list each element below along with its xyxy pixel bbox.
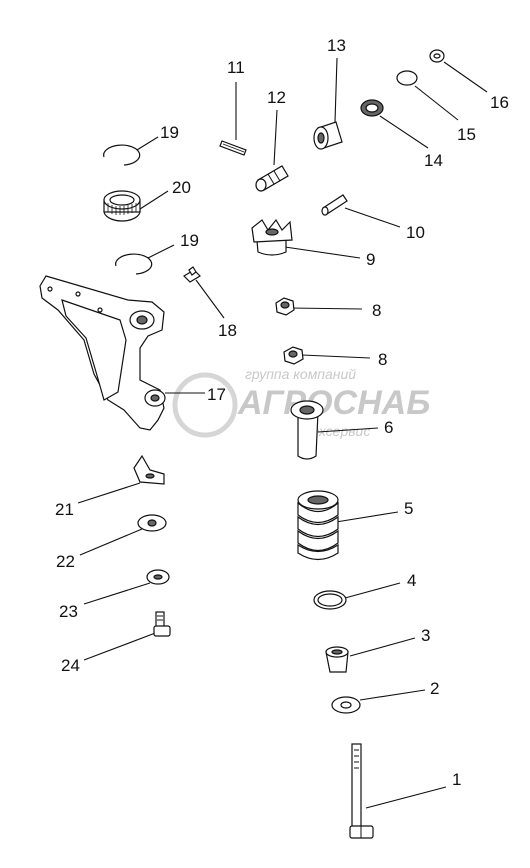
leader-lines: [77, 57, 488, 809]
part-bushing-16: [429, 49, 445, 63]
watermark-line2: АГРОСНАБ: [237, 384, 430, 422]
callout-9: 9: [366, 250, 375, 269]
callout-19a: 19: [160, 123, 179, 142]
callout-6: 6: [384, 418, 393, 437]
part-spring-5: [297, 490, 339, 561]
callout-13: 13: [327, 36, 346, 55]
part-castle-9: [251, 218, 293, 256]
callout-20: 20: [172, 178, 191, 197]
part-bolt-24: [153, 611, 171, 637]
part-washer-2: [331, 696, 361, 714]
watermark: группа компаний АГРОСНАБ техсервис: [172, 366, 430, 439]
callout-2: 2: [430, 679, 439, 698]
part-bearing-14: [360, 99, 384, 117]
part-split-pin-11: [219, 140, 247, 156]
callout-5: 5: [404, 499, 413, 518]
part-pin-10: [321, 194, 348, 216]
callout-4: 4: [407, 571, 416, 590]
callout-19b: 19: [180, 231, 199, 250]
part-snap-ring-19a: [103, 144, 141, 166]
callout-21: 21: [55, 500, 74, 519]
callout-labels: 1 2 3 4 5 6 8 8 9 10 11 12 13 14 15 16 1…: [55, 36, 509, 789]
callout-23: 23: [59, 602, 78, 621]
part-roller-13: [313, 121, 343, 150]
callout-8a: 8: [372, 301, 381, 320]
part-nut-8b: [283, 346, 304, 365]
callout-15: 15: [457, 125, 476, 144]
callout-18: 18: [218, 321, 237, 340]
part-snap-ring-19b: [115, 253, 153, 275]
part-nut-8a: [275, 297, 295, 316]
part-stud-12: [255, 165, 289, 192]
callout-1: 1: [452, 770, 461, 789]
callout-10: 10: [406, 223, 425, 242]
part-small-bracket-21: [133, 454, 165, 485]
part-ring-4: [313, 590, 347, 610]
part-grease-fitting-18: [183, 266, 201, 283]
part-needle-bearing-20: [103, 190, 141, 222]
callout-8b: 8: [378, 350, 387, 369]
part-snap-ring-15: [396, 70, 418, 86]
part-washer-22: [137, 514, 167, 532]
callout-3: 3: [421, 626, 430, 645]
callout-22: 22: [56, 552, 75, 571]
part-bolt-long: [349, 743, 374, 839]
part-washer-23: [146, 569, 170, 585]
watermark-line1: группа компаний: [245, 366, 356, 382]
callout-11: 11: [227, 58, 245, 77]
callout-12: 12: [267, 88, 286, 107]
part-bracket-17: [39, 275, 166, 431]
callout-16: 16: [490, 93, 509, 112]
callout-14: 14: [424, 151, 443, 170]
part-pin-6: [290, 400, 324, 460]
callout-17: 17: [207, 385, 226, 404]
watermark-logo: [172, 372, 238, 438]
part-bushing-3: [325, 646, 349, 673]
callout-24: 24: [61, 656, 80, 675]
